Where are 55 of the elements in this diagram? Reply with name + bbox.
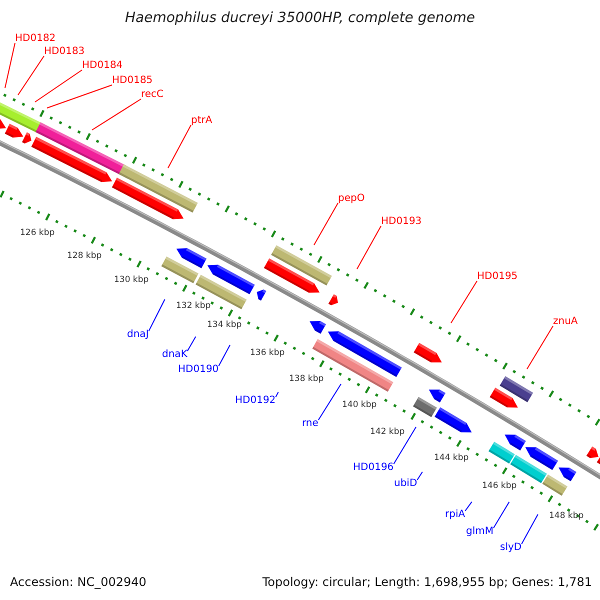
leader-line — [34, 70, 82, 102]
leader-line — [4, 42, 16, 88]
gene-label: HD0192 — [235, 396, 276, 406]
leader-line — [218, 344, 230, 366]
leader-line — [314, 202, 338, 246]
leader-line — [46, 84, 112, 108]
leader-line — [148, 298, 166, 332]
leader-line — [521, 514, 538, 544]
leader-line — [186, 336, 196, 352]
leader-line — [450, 280, 478, 324]
leader-line — [275, 392, 279, 398]
scale-label: 134 kbp — [207, 321, 242, 330]
gene-label: rne — [302, 419, 318, 429]
scale-label: 128 kbp — [67, 252, 102, 260]
gene-label: HD0184 — [82, 61, 123, 71]
leader-line — [18, 56, 44, 96]
gene-label: HD0183 — [44, 47, 85, 57]
leader-line — [92, 98, 142, 130]
gene-label: slyD — [500, 543, 522, 553]
accession-label: Accession: NC_002940 — [10, 576, 146, 588]
scale-label: 132 kbp — [176, 302, 211, 310]
scale-label: 146 kbp — [482, 482, 517, 490]
scale-label: 140 kbp — [342, 401, 377, 410]
leader-line — [493, 501, 510, 528]
leader-line — [526, 326, 554, 370]
gene-label: znuA — [553, 317, 578, 327]
leader-line — [416, 471, 423, 480]
gene-label: HD0190 — [178, 365, 219, 375]
title: Haemophilus ducreyi 35000HP, complete genome — [124, 11, 476, 25]
gene-label: HD0196 — [353, 463, 394, 473]
scale-label: 136 kbp — [250, 349, 285, 358]
gene-label: pepO — [338, 194, 365, 204]
gene-label: rpiA — [445, 510, 466, 520]
genome-info-label: Topology: circular; Length: 1,698,955 bp; Genes: 1,781 — [262, 576, 592, 588]
scale-label: 130 kbp — [114, 276, 149, 284]
scale-label: 138 kbp — [289, 375, 324, 384]
gene-label: ubiD — [394, 479, 418, 489]
scale-label: 142 kbp — [370, 428, 405, 436]
gene-label: HD0195 — [477, 272, 518, 282]
leader-line — [318, 384, 342, 420]
gene-label: HD0193 — [381, 217, 422, 227]
gene-label: dnaJ — [127, 330, 149, 340]
scale-label: 144 kbp — [434, 454, 469, 462]
leader-line — [168, 124, 192, 168]
gene-label: ptrA — [191, 116, 212, 126]
leader-line — [393, 426, 416, 464]
gene-label: HD0185 — [112, 76, 153, 86]
scale-label: 148 kbp — [549, 512, 584, 520]
gene-label: glmM — [466, 527, 494, 537]
scale-label: 126 kbp — [20, 229, 55, 238]
gene-label: dnaK — [162, 350, 188, 360]
gene-label: recC — [141, 90, 164, 100]
leader-line — [464, 501, 472, 512]
leader-line — [356, 226, 382, 270]
gene-label: HD0182 — [15, 34, 56, 44]
